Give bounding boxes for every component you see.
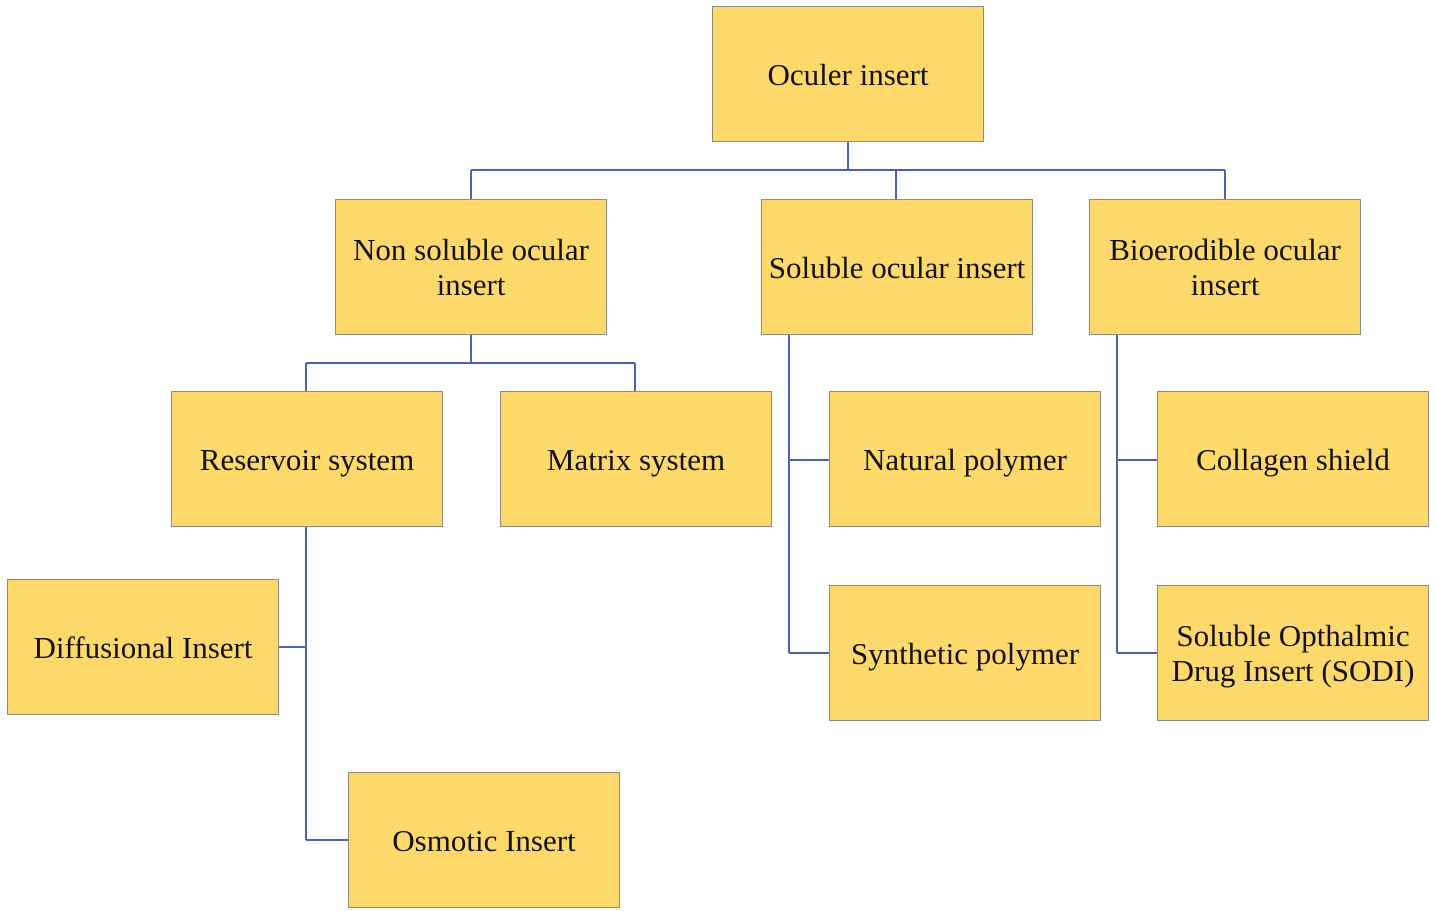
node-label: Non soluble ocular insert xyxy=(353,232,589,302)
node-collagen-shield: Collagen shield xyxy=(1157,391,1429,527)
node-label: Bioerodible ocular insert xyxy=(1109,232,1341,302)
node-label: Synthetic polymer xyxy=(850,635,1080,671)
node-label: Collagen shield xyxy=(1196,441,1390,477)
node-soluble-opthalmic-drug-insert: Soluble Opthalmic Drug Insert (SODI) xyxy=(1157,585,1429,721)
node-matrix-system: Matrix system xyxy=(500,391,772,527)
node-natural-polymer: Natural polymer xyxy=(829,391,1101,527)
node-oculer-insert: Oculer insert xyxy=(712,6,984,142)
node-label: Reservoir system xyxy=(199,441,415,477)
node-reservoir-system: Reservoir system xyxy=(171,391,443,527)
node-label: Natural polymer xyxy=(862,441,1067,477)
node-osmotic-insert: Osmotic Insert xyxy=(348,772,620,908)
node-synthetic-polymer: Synthetic polymer xyxy=(829,585,1101,721)
node-label: Soluble Opthalmic Drug Insert (SODI) xyxy=(1171,618,1415,688)
node-label: Oculer insert xyxy=(767,56,929,92)
node-diffusional-insert: Diffusional Insert xyxy=(7,579,279,715)
node-label: Osmotic Insert xyxy=(392,822,576,858)
node-non-soluble-ocular-insert: Non soluble ocular insert xyxy=(335,199,607,335)
node-label: Soluble ocular insert xyxy=(768,249,1026,285)
node-soluble-ocular-insert: Soluble ocular insert xyxy=(761,199,1033,335)
node-bioerodible-ocular-insert: Bioerodible ocular insert xyxy=(1089,199,1361,335)
node-label: Diffusional Insert xyxy=(33,629,253,665)
node-label: Matrix system xyxy=(546,441,726,477)
